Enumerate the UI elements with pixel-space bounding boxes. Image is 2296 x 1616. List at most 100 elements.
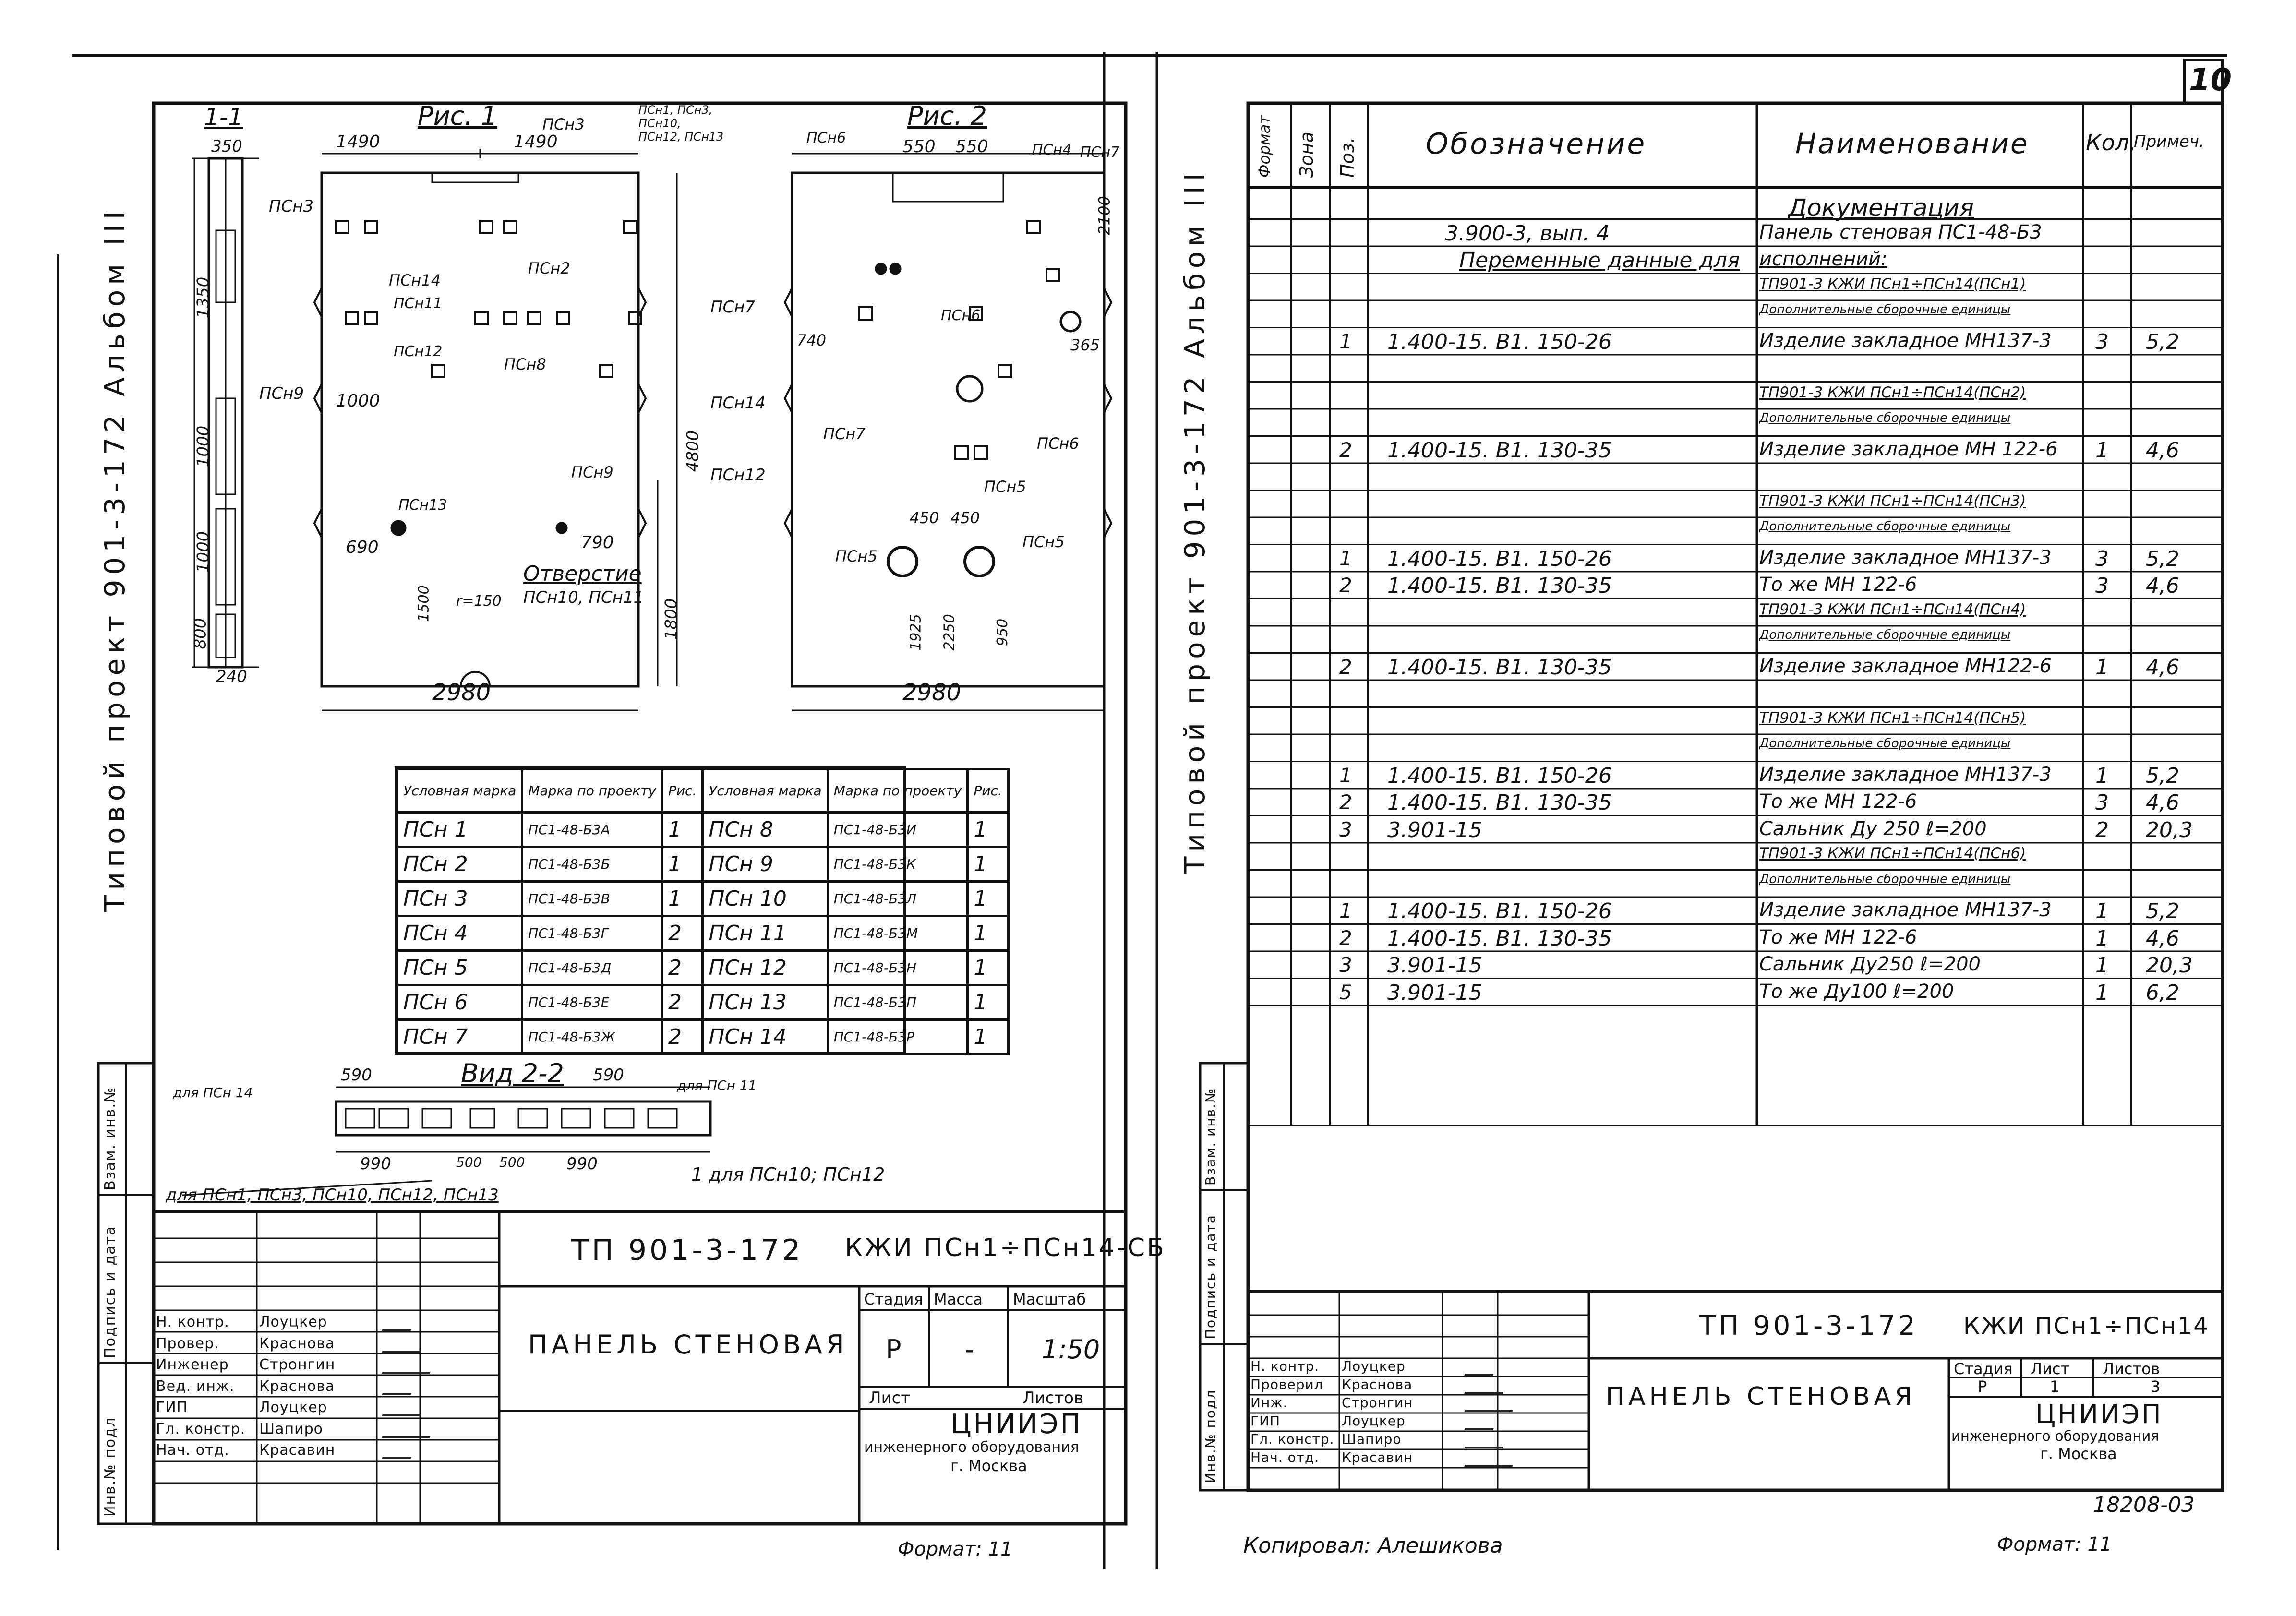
spec-designation: 1.400-15. В1. 130-35: [1387, 926, 1612, 951]
spec-pos: 5: [1339, 980, 1352, 1004]
person-surname: Красавин: [1342, 1449, 1413, 1465]
spec-designation: 1.400-15. В1. 150-26: [1387, 899, 1612, 923]
marks-header-cell: Условная марка: [701, 768, 829, 814]
dim-350: 350: [211, 137, 242, 156]
callout-13: ПСн12: [710, 466, 766, 485]
callout-3: ПСн14: [389, 271, 441, 289]
spec-qty: 1: [2095, 438, 2109, 463]
marks-cell: ПСн 4: [396, 915, 524, 952]
spec-pos: 1: [1339, 899, 1352, 922]
spec-name: Изделие закладное МН137-3: [1759, 329, 2052, 352]
view-dim-590b: 590: [593, 1065, 624, 1085]
dim-450a: 450: [910, 509, 939, 527]
spec-note: 20,3: [2146, 953, 2193, 978]
spec-header-zone: Зона: [1296, 132, 1317, 178]
callout-19: ПСн5: [835, 547, 878, 565]
marks-cell: ПС1-48-Б3Р: [826, 1018, 969, 1055]
person-role: Проверил: [1250, 1377, 1323, 1392]
left-stage: Р: [886, 1334, 902, 1365]
spec-name: ТП901-3 КЖИ ПСн1÷ПСн14(ПСн5): [1759, 709, 2026, 727]
left-stage-h: Стадия: [864, 1290, 923, 1308]
spec-name: Дополнительные сборочные единицы: [1759, 872, 2011, 886]
marks-cell: ПС1-48-Б3К: [826, 846, 969, 883]
spec-note: 4,6: [2146, 574, 2179, 598]
left-scale: 1:50: [1042, 1334, 1100, 1365]
dim-550a: 550: [902, 137, 936, 156]
marks-cell: 2: [661, 915, 704, 952]
marks-cell: 1: [966, 984, 1010, 1021]
spec-note: 4,6: [2146, 790, 2179, 815]
dim-950: 950: [994, 618, 1011, 646]
r-margin-stamp-inv: Инв.№ подл: [1202, 1389, 1218, 1483]
left-code: ТП 901-3-172: [571, 1233, 804, 1267]
marks-cell: ПСн 2: [396, 846, 524, 883]
right-sheet-h: Лист: [2031, 1360, 2070, 1378]
view-dim-500a: 500: [456, 1154, 482, 1170]
spec-name: То же МН 122-6: [1759, 790, 1917, 813]
person-role: Нач. отд.: [1250, 1449, 1320, 1465]
person-role: Нач. отд.: [156, 1442, 229, 1459]
marks-cell: ПСн 13: [701, 984, 829, 1021]
dim-1490b: 1490: [514, 132, 558, 152]
spec-name: Изделие закладное МН137-3: [1759, 763, 2052, 786]
callout-18: ПСн5: [984, 478, 1026, 496]
fig2-label: Рис. 2: [907, 101, 987, 131]
marks-header-cell: Марка по проекту: [521, 768, 663, 814]
marks-header-cell: Рис.: [661, 768, 704, 814]
callout-2: ПСн9: [259, 384, 304, 403]
radius-label: r=150: [456, 593, 502, 610]
fig2-width-dim: 2980: [902, 679, 962, 706]
spec-designation: 1.400-15. В1. 150-26: [1387, 329, 1612, 354]
sheet-number: 10: [2189, 62, 2232, 98]
signature: [1464, 1454, 1517, 1467]
dim-1000a: 1000: [193, 425, 213, 467]
marks-cell: ПС1-48-Б3П: [826, 984, 969, 1021]
spec-name: Дополнительные сборочные единицы: [1759, 519, 2011, 534]
left-org: ЦНИИЭП: [950, 1409, 1082, 1440]
view-dim-590a: 590: [341, 1065, 372, 1085]
fig1-panel-outline: [320, 171, 640, 688]
dim-1500: 1500: [415, 585, 433, 622]
right-org: ЦНИИЭП: [2035, 1399, 2163, 1429]
right-org2: инженерного оборудования: [1951, 1428, 2159, 1444]
spec-pos: 3: [1339, 817, 1352, 841]
spec-designation: 3.901-15: [1387, 817, 1482, 842]
signature: [382, 1425, 434, 1438]
dim-365: 365: [1070, 336, 1100, 354]
spec-pos: 2: [1339, 655, 1352, 679]
spec-header-format: Формат: [1255, 115, 1274, 178]
marks-cell: 1: [661, 846, 704, 883]
marks-cell: 1: [661, 880, 704, 917]
marks-cell: 1: [966, 1018, 1010, 1055]
left-sheets-h: Листов: [1022, 1389, 1084, 1408]
person-surname: Лоуцкер: [259, 1399, 327, 1416]
left-subcode: КЖИ ПСн1÷ПСн14-СБ: [845, 1233, 1166, 1262]
dim-2250: 2250: [941, 614, 958, 651]
dim-450b: 450: [950, 509, 980, 527]
person-role: Провер.: [156, 1335, 219, 1352]
marks-cell: 2: [661, 984, 704, 1021]
spec-name: ТП901-3 КЖИ ПСн1÷ПСн14(ПСн1): [1759, 275, 2026, 293]
callout-12: ПСн14: [710, 394, 766, 413]
left-city: г. Москва: [950, 1457, 1027, 1475]
spec-qty: 1: [2095, 655, 2109, 680]
right-sheets: 3: [2151, 1377, 2161, 1396]
right-stage-h: Стадия: [1954, 1360, 2013, 1378]
left-name: ПАНЕЛЬ СТЕНОВАЯ: [528, 1329, 848, 1360]
marks-header-cell: Условная марка: [396, 768, 524, 814]
hole-for-label: ПСн10, ПСн11: [523, 588, 644, 607]
spec-qty: 1: [2095, 953, 2109, 978]
view-dim-500b: 500: [499, 1154, 525, 1170]
marks-cell: 1: [966, 915, 1010, 952]
spec-designation: 3.900-3, вып. 4: [1445, 221, 1610, 246]
dim-1350: 1350: [193, 276, 213, 319]
person-surname: Краснова: [259, 1377, 335, 1395]
copied-by: Копировал: Алешикова: [1243, 1533, 1503, 1558]
view-dim-990a: 990: [360, 1154, 391, 1173]
person-role: Инженер: [156, 1356, 229, 1373]
